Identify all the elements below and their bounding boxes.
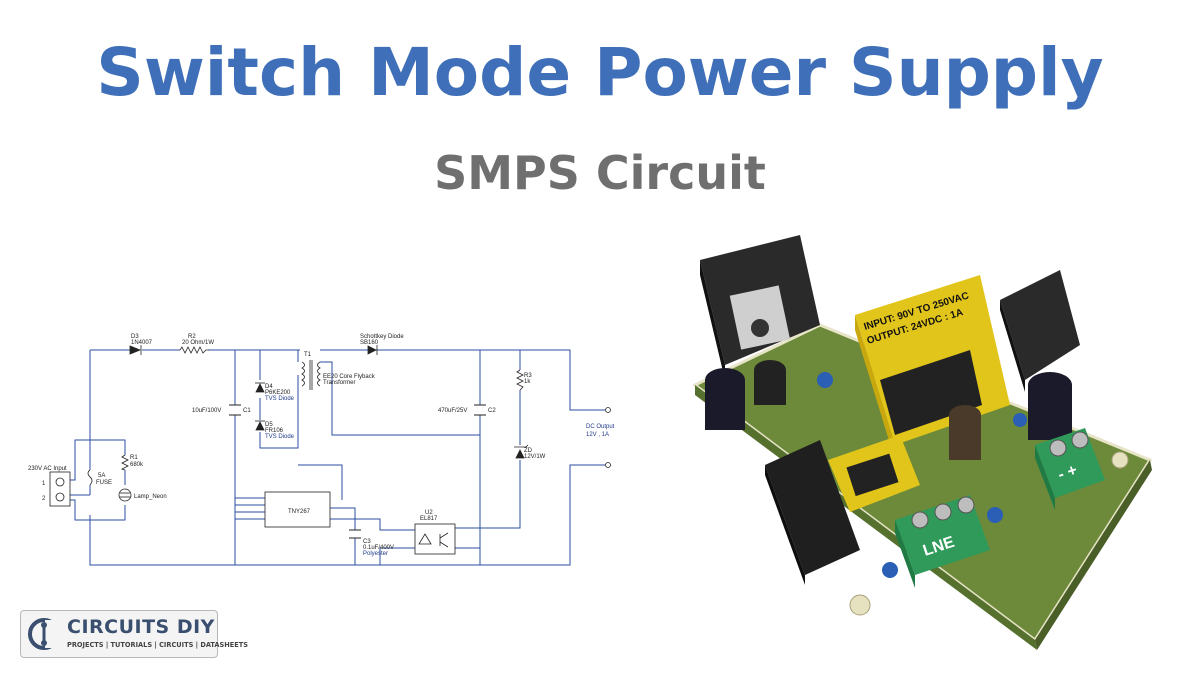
zd-value: 12V/1W [524, 454, 546, 460]
zd-name: ZD [524, 448, 533, 454]
d5-value: FR106 [265, 428, 284, 434]
output-terminal-label: - + [1056, 462, 1079, 484]
brand-tagline: PROJECTS | TUTORIALS | CIRCUITS | DATASH… [67, 641, 249, 649]
t1-desc-line2: Transformer [323, 380, 355, 386]
input-terminal-block: LNE [895, 495, 990, 588]
dc-output-label: DC Output [586, 424, 615, 430]
c3-type: Polyester [363, 551, 388, 557]
flyback-transformer [301, 360, 321, 390]
c1-value: 10uF/100V [192, 408, 221, 414]
diode-d5 [255, 420, 265, 431]
fuse-symbol [87, 469, 93, 486]
diode-d3 [129, 345, 142, 355]
d5-type: TVS Diode [265, 434, 295, 440]
c3-value: 0.1uF/400V [363, 545, 394, 551]
heatsink-left [700, 235, 820, 380]
d5-name: D5 [265, 422, 273, 428]
capacitor-c3 [349, 529, 361, 539]
small-transformer [828, 435, 920, 512]
r1-name: R1 [130, 455, 138, 461]
resistor-r2 [179, 346, 209, 354]
d4-name: D4 [265, 384, 273, 390]
brand-name: CIRCUITS DIY [67, 616, 215, 638]
circuit-logo-icon [28, 618, 61, 650]
c2-name: C2 [488, 408, 496, 414]
mounting-holes [849, 451, 1129, 616]
capacitor-c1 [229, 404, 241, 416]
u2-name: U2 [425, 510, 433, 516]
smps-schematic: 230V AC Input 1 2 5A FUSE R1 680k Lamp_N… [28, 334, 615, 566]
fuse-rating: 5A [98, 473, 105, 479]
fuse-holder [765, 440, 860, 585]
fuse-name: FUSE [96, 480, 112, 486]
pin-2-label: 2 [42, 496, 46, 502]
r3-value: 1k [524, 379, 531, 385]
zener-diode [514, 444, 529, 459]
ac-input-label: 230V AC Input [28, 466, 67, 472]
electrolytic-capacitors [705, 360, 1072, 460]
c1-name: C1 [243, 408, 251, 414]
optocoupler-u2 [414, 523, 456, 555]
d3-name: D3 [131, 334, 139, 340]
page-title: Switch Mode Power Supply [96, 34, 1104, 111]
c3-name: C3 [363, 539, 371, 545]
page-subtitle: SMPS Circuit [434, 146, 766, 200]
r2-name: R2 [188, 334, 196, 340]
neon-lamp [118, 488, 132, 502]
dc-output-terminals [605, 407, 611, 468]
smps-board-photo: INPUT: 90V TO 250VAC OUTPUT: 24VDC : 1A … [692, 235, 1153, 650]
schottky-diode [367, 345, 378, 355]
t1-name: T1 [304, 352, 312, 358]
r3-name: R3 [524, 373, 532, 379]
d4-value: P6KE200 [265, 390, 291, 396]
brand-logo: CIRCUITS DIY PROJECTS | TUTORIALS | CIRC… [20, 610, 248, 658]
ic-label: TNY267 [288, 509, 311, 515]
r2-value: 20 Ohm/1W [182, 340, 214, 346]
ac-input-connector [49, 471, 71, 507]
capacitor-c2 [474, 404, 486, 416]
resistor-r3 [516, 369, 524, 391]
diode-d4 [255, 382, 265, 393]
u2-value: EL817 [420, 516, 438, 522]
t1-desc-line1: EE20 Core Flyback [323, 374, 376, 380]
resistor-r1 [120, 454, 129, 471]
c2-value: 470uF/25V [438, 408, 467, 414]
d4-type: TVS Diode [265, 396, 295, 402]
heatsink-right [1000, 270, 1080, 392]
d3-value: 1N4007 [131, 340, 153, 346]
pin-1-label: 1 [42, 481, 46, 487]
schottky-value: SB160 [360, 340, 379, 346]
ic-tny267 [264, 491, 331, 528]
ceramic-capacitors [817, 372, 1027, 578]
schottky-title: Schottkey Diode [360, 334, 404, 340]
output-terminal-block: - + [1035, 428, 1105, 510]
lamp-label: Lamp_Neon [134, 494, 167, 500]
dc-output-rating: 12V , 1A [586, 432, 609, 438]
r1-value: 680k [130, 462, 144, 468]
